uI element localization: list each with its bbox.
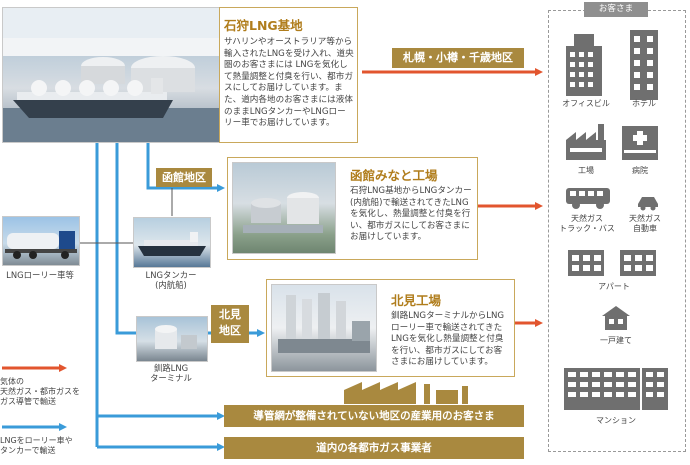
hakodate-area-label: 函館地区 xyxy=(156,168,212,187)
hakodate-info-box: 函館みなと工場 石狩LNG基地からLNGタンカー(内航船)で輸送されてきたLNG… xyxy=(227,157,478,260)
hakodate-desc: 石狩LNG基地からLNGタンカー(内航船)で輸送されてきたLNGを気化し、熱量調… xyxy=(350,186,472,243)
kitami-info-box: 北見工場 釧路LNGターミナルからLNGローリー車で輸送されてきたLNGを気化し… xyxy=(266,279,515,377)
factory-label: 工場 xyxy=(578,166,594,175)
car-icon xyxy=(638,197,658,211)
truck-bus-label: 天然ガス トラック・バス xyxy=(559,214,615,233)
ishikari-title: 石狩LNG基地 xyxy=(224,18,303,33)
ishikari-info-box: 石狩LNG基地 サハリンやオーストラリア等から輸入されたLNGを受け入れ、道央圏… xyxy=(219,7,358,143)
bus-icon xyxy=(566,188,610,209)
industrial-customers-bar: 導管網が整備されていない地区の産業用のお客さま xyxy=(224,405,524,427)
kushiro-caption: 釧路LNG ターミナル xyxy=(150,363,192,383)
kushiro-photo xyxy=(136,316,208,362)
hakodate-title: 函館みなと工場 xyxy=(350,168,438,183)
kitami-area-label: 北見 地区 xyxy=(211,305,249,343)
tanker-photo xyxy=(133,217,211,268)
hospital-label: 病院 xyxy=(632,166,648,175)
office-label: オフィスビル xyxy=(562,99,610,108)
car-label: 天然ガス 自動車 xyxy=(629,214,661,233)
lorry-caption: LNGローリー車等 xyxy=(6,270,74,280)
apartment-icon xyxy=(568,250,656,276)
lorry-photo xyxy=(2,216,80,266)
kitami-photo xyxy=(271,284,377,372)
factory-icon xyxy=(566,124,606,160)
mansion-label: マンション xyxy=(596,416,636,425)
mansion-icon xyxy=(564,368,668,410)
hotel-label: ホテル xyxy=(632,99,656,108)
customers-header: お客さま xyxy=(584,2,648,17)
factory-silhouette-icon xyxy=(344,382,468,404)
hotel-icon xyxy=(630,30,658,100)
office-building-icon xyxy=(566,34,602,96)
tanker-caption: LNGタンカー (内航船) xyxy=(145,270,197,290)
legend-gas-text: 気体の 天然ガス・都市ガスを ガス導管で輸送 xyxy=(0,377,80,406)
ishikari-desc: サハリンやオーストラリア等から輸入されたLNGを受け入れ、道央圏のお客さまには … xyxy=(224,37,354,129)
sapporo-area-label: 札幌・小樽・千歳地区 xyxy=(392,48,524,68)
hakodate-photo xyxy=(232,162,336,254)
city-gas-suppliers-bar: 道内の各都市ガス事業者 xyxy=(224,437,524,459)
hospital-icon xyxy=(622,126,658,160)
kitami-desc: 釧路LNGターミナルからLNGローリー車で輸送されてきたLNGを気化し熱量調整と… xyxy=(391,311,505,368)
legend-lng-text: LNGをローリー車や タンカーで輸送 xyxy=(0,436,73,455)
apartment-label: アパート xyxy=(598,282,630,291)
ishikari-photo xyxy=(2,7,220,143)
kitami-title: 北見工場 xyxy=(391,293,442,308)
blue-line-hakodate xyxy=(146,143,225,192)
house-label: 一戸建て xyxy=(600,336,632,345)
house-icon xyxy=(602,306,630,330)
blue-trunk-2 xyxy=(115,143,136,335)
